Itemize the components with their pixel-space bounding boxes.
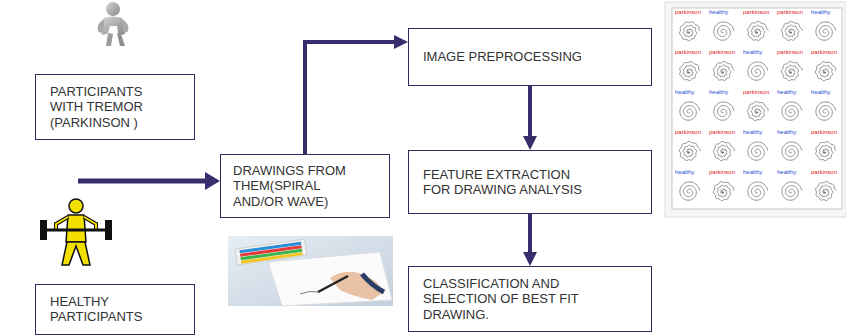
spiral-drawing [679, 141, 700, 160]
class-label: healthy [776, 169, 797, 175]
barbell-bar [40, 229, 112, 232]
photo-background [228, 236, 393, 306]
spiral-drawing [816, 181, 837, 200]
drawing-photo [228, 236, 393, 306]
spiral-drawing [714, 102, 734, 120]
spiral-drawing [782, 182, 802, 200]
box-text: HEALTHY PARTICIPANTS [50, 294, 158, 325]
pencil [241, 252, 303, 264]
barbell-plate [105, 220, 112, 240]
class-label: healthy [708, 89, 729, 95]
paper-sheet [268, 252, 392, 306]
class-label: parkinson [810, 129, 838, 135]
spiral-drawing [714, 22, 734, 40]
arrow-shaft [78, 179, 208, 184]
class-label: parkinson [742, 89, 770, 95]
sleeve [362, 274, 384, 292]
spiral-drawing [781, 61, 802, 80]
participant-box: PARTICIPANTS WITH TREMOR (PARKINSON ) [35, 74, 195, 140]
spiral-drawing [713, 182, 733, 201]
box-text: PARTICIPANTS WITH TREMOR (PARKINSON ) [50, 84, 158, 130]
class-label: parkinson [708, 129, 736, 135]
spiral-drawing [816, 102, 836, 120]
class-label: parkinson [776, 9, 804, 15]
participant-box: HEALTHY PARTICIPANTS [35, 284, 195, 335]
box-text: CLASSIFICATION AND SELECTION OF BEST FIT… [423, 276, 593, 322]
plot-frame [665, 2, 846, 217]
process-box: IMAGE PREPROCESSING [408, 28, 652, 86]
pen-stroke [300, 291, 318, 294]
icon-head [106, 2, 120, 16]
spiral-drawing [781, 21, 802, 40]
class-label: healthy [810, 9, 831, 15]
plot-area [672, 8, 842, 209]
spiral-drawing [816, 22, 836, 40]
spiral-drawing [748, 62, 768, 80]
icon-head [69, 199, 83, 213]
spiral-drawing [679, 22, 699, 41]
class-label: parkinson [810, 169, 838, 175]
class-label: parkinson [776, 49, 804, 55]
class-label: parkinson [674, 9, 702, 15]
spiral-drawing [748, 21, 769, 40]
box-text: DRAWINGS FROM THEM(SPIRAL AND/OR WAVE) [233, 163, 359, 209]
class-label: parkinson [674, 49, 702, 55]
spiral-drawing [748, 182, 768, 200]
spiral-drawing [680, 182, 700, 200]
class-label: healthy [810, 89, 831, 95]
weightlifter-icon [40, 199, 112, 265]
class-label: parkinson [742, 9, 770, 15]
icon-arms [56, 217, 96, 230]
flow-arrow [528, 214, 532, 258]
spiral-drawing [748, 142, 768, 160]
class-label: healthy [708, 9, 729, 15]
hand [330, 272, 384, 300]
input-arrow [78, 172, 220, 190]
class-label: healthy [674, 169, 695, 175]
icon-arm [98, 19, 104, 33]
flow-arrow [305, 42, 400, 154]
process-box: FEATURE EXTRACTION FOR DRAWING ANALYSIS [408, 150, 652, 214]
box-text: FEATURE EXTRACTION FOR DRAWING ANALYSIS [423, 167, 593, 198]
class-label: healthy [674, 89, 695, 95]
spiral-drawing [782, 142, 802, 160]
icon-arm [122, 19, 128, 33]
class-label: healthy [742, 49, 763, 55]
icon-legs [62, 242, 90, 265]
class-label: healthy [776, 129, 797, 135]
pencils [239, 242, 302, 264]
icon-arms [56, 217, 96, 230]
box-text: IMAGE PREPROCESSING [423, 49, 591, 64]
spiral-plot [665, 2, 846, 217]
class-label: healthy [776, 89, 797, 95]
spiral-drawing [782, 102, 802, 120]
tremor-person-icon [98, 2, 129, 46]
class-label: parkinson [810, 49, 838, 55]
barbell-plate [40, 220, 47, 240]
flow-arrow [528, 86, 532, 142]
icon-leg [106, 33, 113, 46]
icon-leg [117, 33, 125, 46]
class-label: parkinson [674, 129, 702, 135]
spiral-drawing [714, 61, 735, 80]
class-label: healthy [742, 169, 763, 175]
spiral-drawing [747, 101, 768, 120]
class-label: parkinson [708, 169, 736, 175]
pen [318, 276, 348, 292]
pencil-box [235, 239, 307, 265]
process-box: DRAWINGS FROM THEM(SPIRAL AND/OR WAVE) [220, 154, 390, 218]
spiral-drawing [680, 102, 700, 120]
spiral-drawing [713, 141, 734, 160]
process-box: CLASSIFICATION AND SELECTION OF BEST FIT… [408, 266, 652, 332]
spiral-drawing [816, 142, 836, 161]
icon-body [101, 17, 125, 35]
arrow-head [205, 172, 220, 190]
spiral-drawing [680, 62, 700, 81]
class-label: healthy [742, 129, 763, 135]
class-label: parkinson [708, 49, 736, 55]
spiral-drawing [815, 62, 835, 81]
